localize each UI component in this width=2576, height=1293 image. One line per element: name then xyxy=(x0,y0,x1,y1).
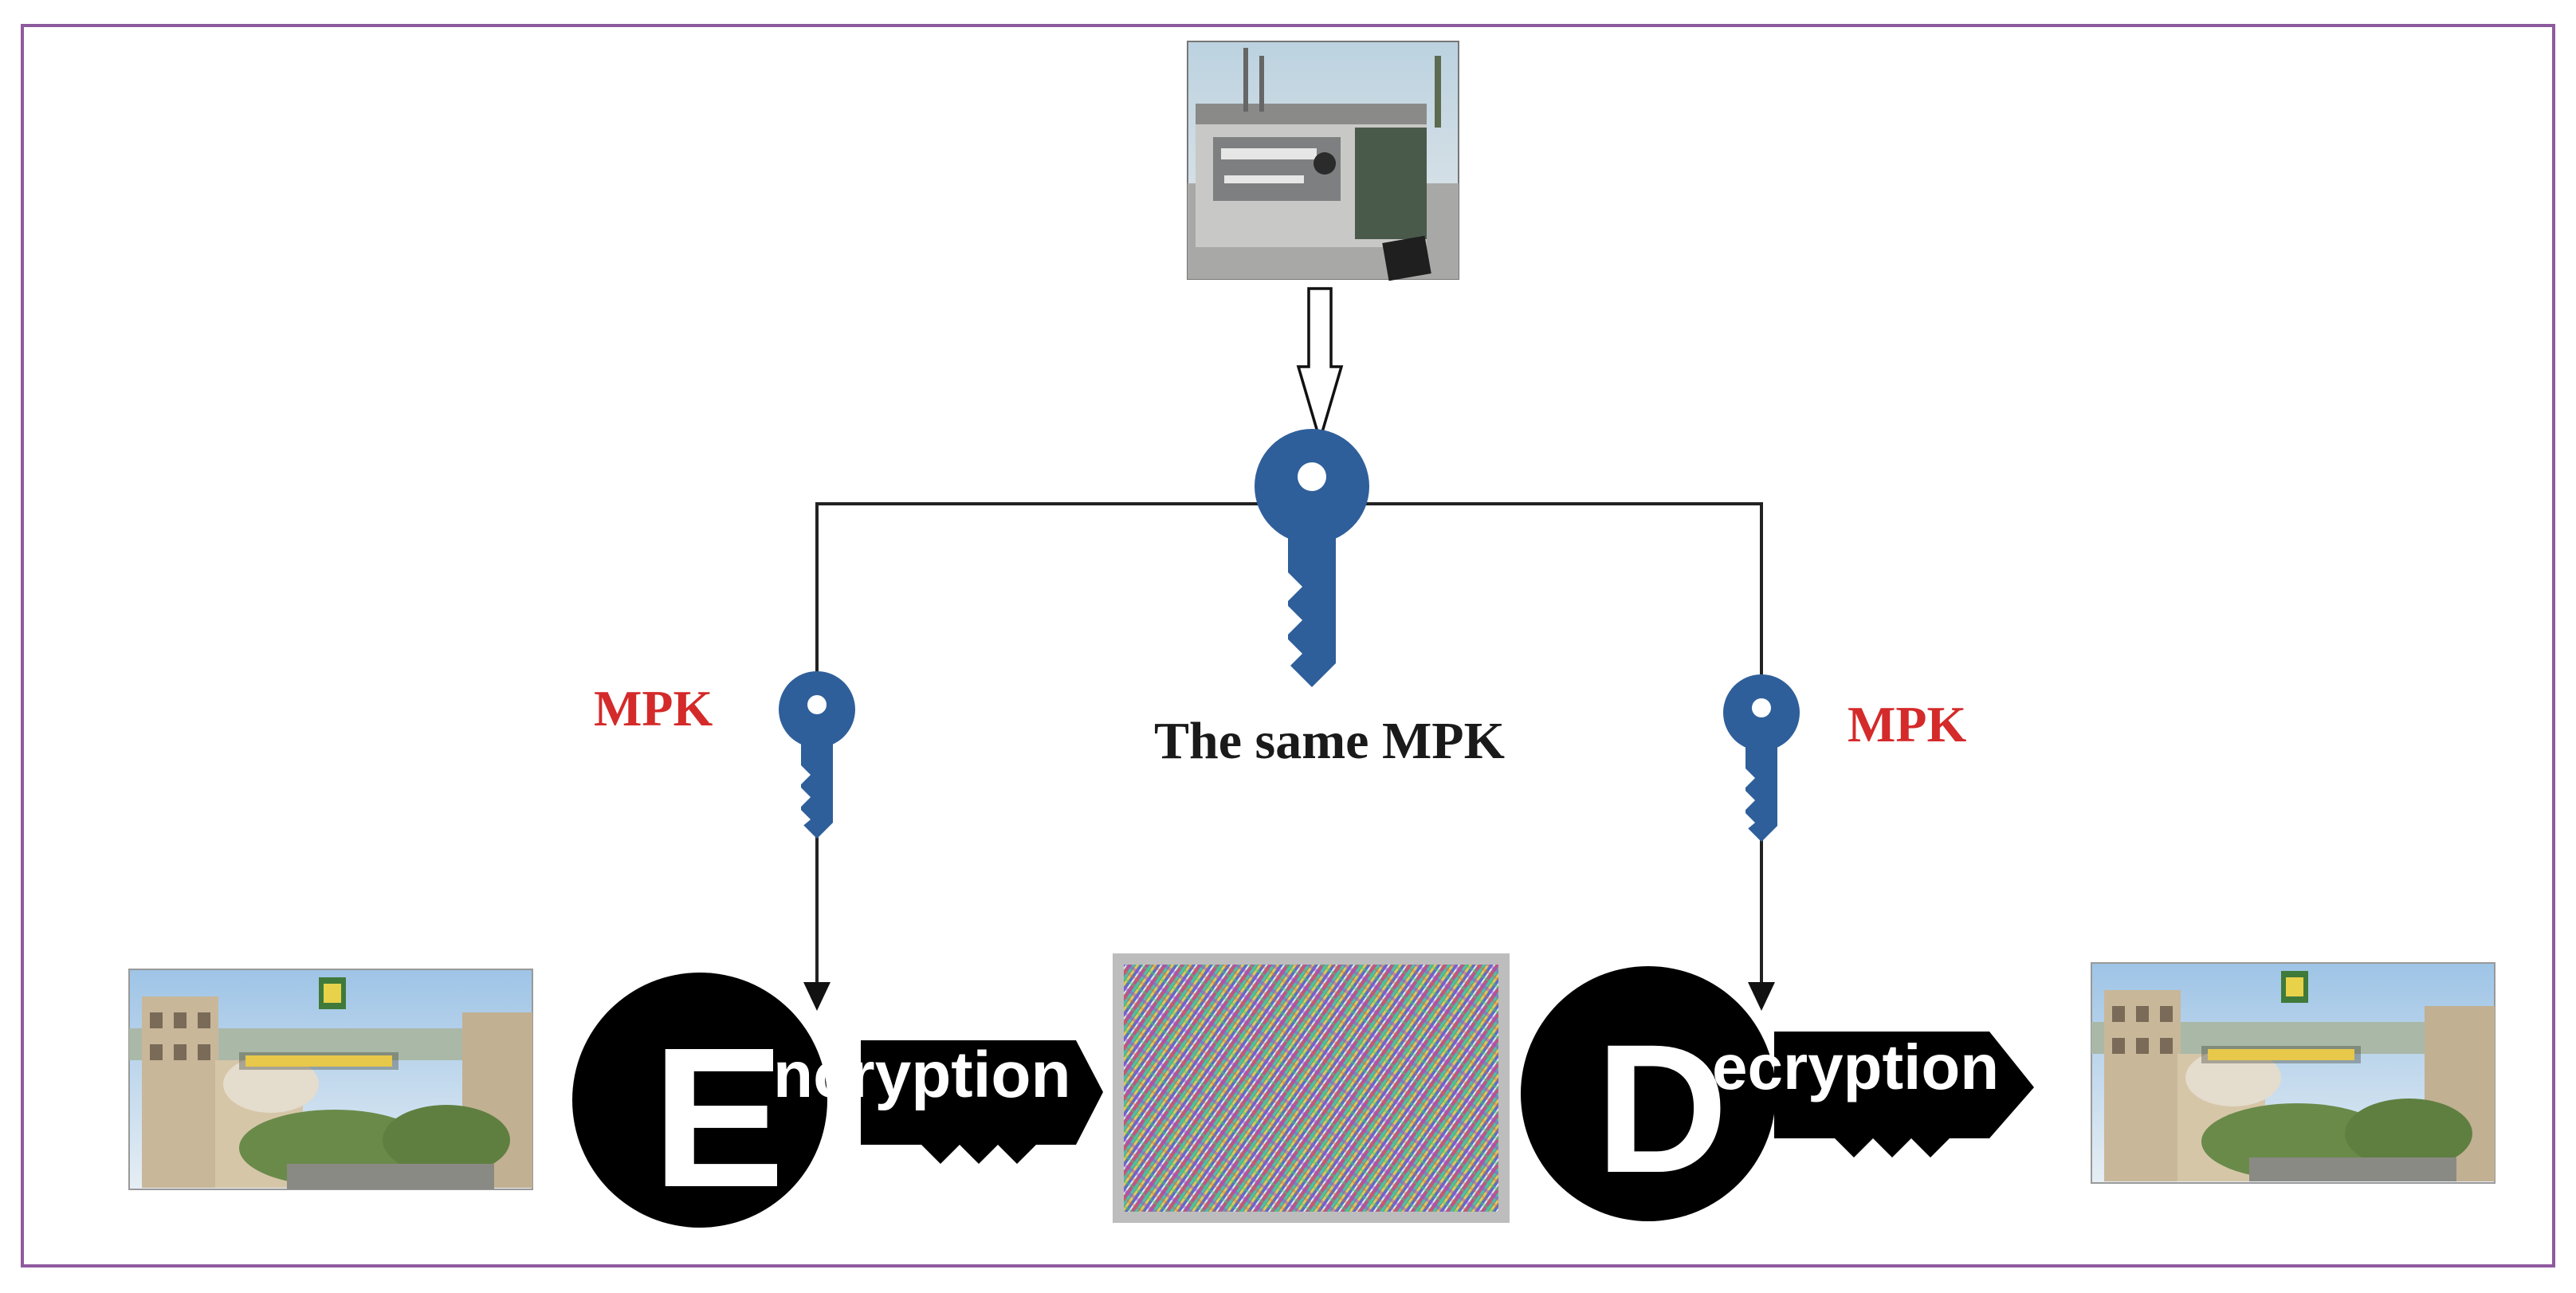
decryption-label: ecryption xyxy=(1712,1032,1999,1102)
hollow-down-arrow-icon xyxy=(1296,287,1344,446)
right-key-icon xyxy=(1723,674,1800,842)
master-key-icon xyxy=(1255,429,1369,687)
decrypted-campus-photo xyxy=(2091,962,2496,1184)
connector-arrowheads xyxy=(803,982,1775,1011)
same-mpk-label: The same MPK xyxy=(1154,712,1505,770)
left-key-icon xyxy=(779,671,855,839)
encryption-initial: E xyxy=(652,1006,785,1228)
original-campus-photo xyxy=(128,969,533,1190)
encrypted-noise-image xyxy=(1113,953,1510,1223)
decryption-key-icon: D ecryption xyxy=(1521,966,2034,1221)
mpk-left-label: MPK xyxy=(594,680,713,737)
top-campus-gate-photo xyxy=(1187,41,1459,281)
encryption-key-icon: E ncryption xyxy=(572,973,1103,1228)
connector-lines xyxy=(815,502,1763,988)
diagram-frame xyxy=(21,24,2555,1267)
encryption-label: ncryption xyxy=(773,1039,1071,1111)
mpk-right-label: MPK xyxy=(1848,696,1967,753)
decryption-initial: D xyxy=(1596,1006,1728,1211)
